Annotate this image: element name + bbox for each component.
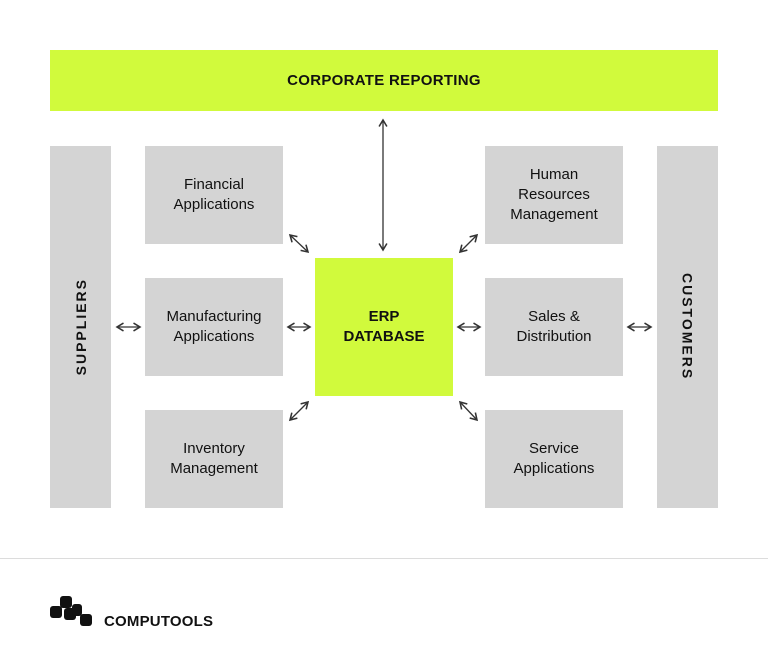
customers-pillar: CUSTOMERS	[657, 146, 718, 508]
brand-name: COMPUTOOLS	[104, 613, 214, 630]
module-financial-applications: Financial Applications	[145, 146, 283, 244]
arrow-inventory-erp	[288, 400, 310, 422]
connector-arrows	[115, 118, 653, 422]
arrow-hr-erp	[458, 233, 479, 254]
arrow-service-erp	[458, 400, 479, 422]
arrow-financial-erp	[288, 233, 310, 254]
computools-logo-icon	[50, 596, 92, 626]
module-inventory-management: Inventory Management	[145, 410, 283, 508]
customers-label: CUSTOMERS	[679, 273, 696, 381]
footer-divider	[0, 558, 768, 559]
corporate-reporting-bar: CORPORATE REPORTING	[50, 50, 718, 111]
module-sales-distribution: Sales & Distribution	[485, 278, 623, 376]
suppliers-pillar: SUPPLIERS	[50, 146, 111, 508]
corporate-reporting-label: CORPORATE REPORTING	[287, 71, 481, 89]
module-service-applications: Service Applications	[485, 410, 623, 508]
module-manufacturing-applications: Manufacturing Applications	[145, 278, 283, 376]
erp-database-box: ERP DATABASE	[315, 258, 453, 396]
module-human-resources-management: Human Resources Management	[485, 146, 623, 244]
